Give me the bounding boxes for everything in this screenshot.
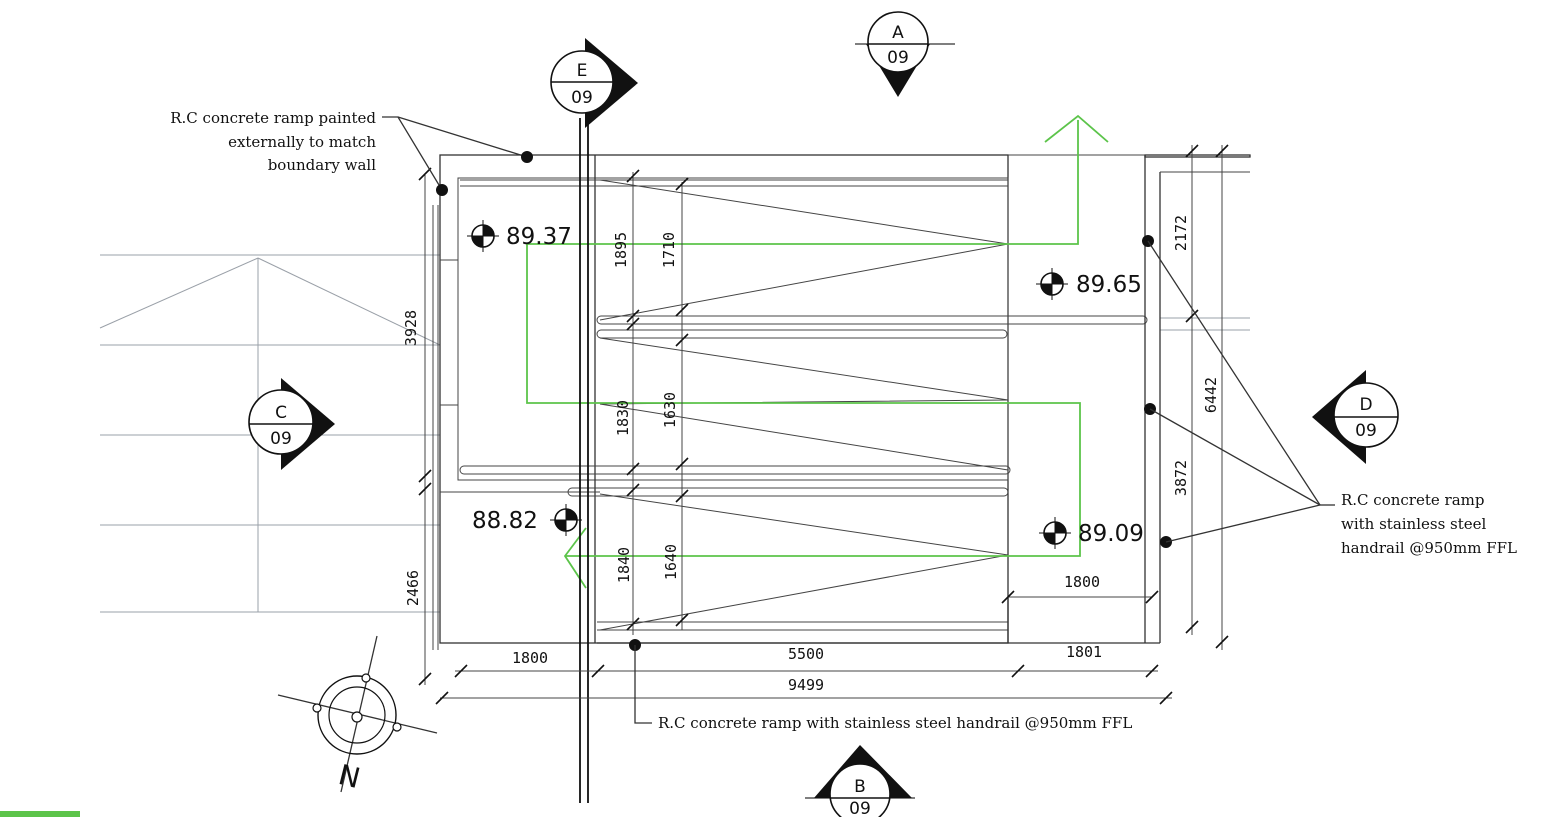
dim-1630: 1630 — [661, 392, 679, 428]
section-marker-d: D 09 — [1312, 370, 1399, 464]
note-bottom: R.C concrete ramp with stainless steel h… — [658, 714, 1132, 732]
dim-9499: 9499 — [788, 676, 824, 694]
section-d-sheet: 09 — [1355, 421, 1377, 441]
north-arrow: N — [277, 635, 438, 795]
note-right-line-3: handrail @950mm FFL — [1341, 539, 1517, 557]
level-marker-1: 89.37 — [467, 220, 572, 252]
section-a-sheet: 09 — [887, 48, 909, 68]
dim-2172: 2172 — [1172, 215, 1190, 251]
dim-6442: 6442 — [1202, 377, 1220, 413]
note-top-left: R.C concrete ramp painted externally to … — [170, 109, 376, 174]
ramp-structure — [432, 154, 1251, 650]
section-c-letter: C — [275, 403, 287, 423]
level-value-2: 89.65 — [1076, 272, 1142, 298]
level-marker-2: 89.65 — [1036, 268, 1142, 300]
dim-1800-right: 1800 — [1064, 573, 1100, 591]
note-right-line-1: R.C concrete ramp — [1341, 491, 1484, 509]
section-marker-c: C 09 — [248, 378, 335, 470]
dim-1710: 1710 — [660, 232, 678, 268]
note-right: R.C concrete ramp with stainless steel h… — [1341, 491, 1517, 557]
section-b-letter: B — [854, 777, 866, 797]
dim-1800-bottom: 1800 — [512, 649, 548, 667]
dim-1801: 1801 — [1066, 643, 1102, 661]
section-e-sheet: 09 — [571, 88, 593, 108]
corner-tab — [0, 811, 80, 817]
section-marker-a: A 09 — [855, 11, 955, 97]
dim-1830: 1830 — [614, 400, 632, 436]
section-marker-b: B 09 — [805, 745, 915, 817]
level-marker-3: 88.82 — [472, 504, 582, 536]
note-top-left-line-2: externally to match — [228, 133, 376, 151]
level-marker-4: 89.09 — [1039, 517, 1144, 549]
note-right-line-2: with stainless steel — [1341, 515, 1487, 533]
dim-2466: 2466 — [404, 570, 422, 606]
north-label: N — [335, 758, 363, 795]
dim-1840: 1840 — [615, 547, 633, 583]
note-top-left-line-3: boundary wall — [268, 156, 376, 174]
section-c-sheet: 09 — [270, 429, 292, 449]
level-value-4: 89.09 — [1078, 521, 1144, 547]
dim-1895: 1895 — [612, 232, 630, 268]
level-value-1: 89.37 — [506, 224, 572, 250]
dim-5500: 5500 — [788, 645, 824, 663]
section-e-letter: E — [577, 61, 588, 81]
ramp-direction-path — [526, 114, 1109, 589]
section-a-letter: A — [892, 23, 904, 43]
section-marker-e: E 09 — [550, 38, 638, 128]
dimension-labels: 1895 1710 3928 1830 1630 1840 1640 2466 … — [402, 215, 1220, 694]
section-b-sheet: 09 — [849, 799, 871, 817]
section-cut-lines — [579, 118, 589, 803]
dim-3872: 3872 — [1172, 460, 1190, 496]
level-value-3: 88.82 — [472, 508, 538, 534]
dimension-lines — [418, 144, 1229, 705]
note-top-left-line-1: R.C concrete ramp painted — [170, 109, 376, 127]
dim-3928: 3928 — [402, 310, 420, 346]
leader-lines — [382, 116, 1335, 724]
section-d-letter: D — [1359, 395, 1372, 415]
dim-1640: 1640 — [662, 544, 680, 580]
